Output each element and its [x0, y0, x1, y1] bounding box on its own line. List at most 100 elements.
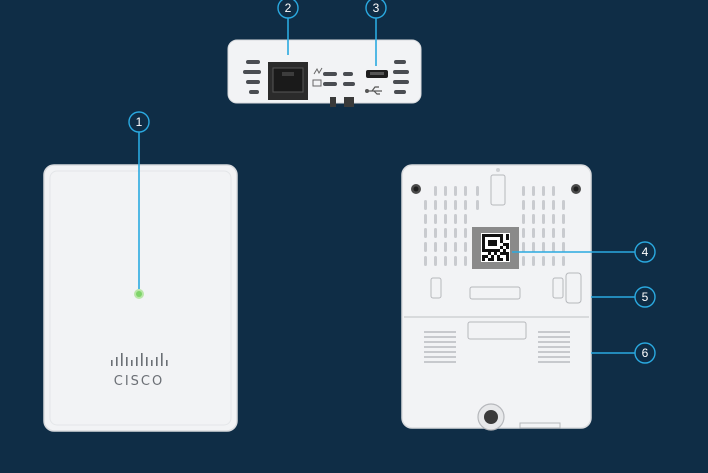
top-view-right-vents [393, 60, 409, 94]
vent-slot [424, 256, 427, 266]
vent-slot [454, 242, 457, 252]
vent-slot [434, 228, 437, 238]
vent-slot [532, 186, 535, 196]
back-vent-grid [424, 186, 565, 266]
vent-slot [542, 214, 545, 224]
qr-module [494, 249, 497, 252]
qr-module [485, 249, 488, 252]
vent-slot [542, 256, 545, 266]
callout-2-number: 2 [285, 1, 292, 15]
qr-module [485, 234, 488, 237]
vent-slot [476, 200, 479, 210]
qr-module [503, 252, 506, 255]
qr-module [488, 252, 491, 255]
qr-module [497, 249, 500, 252]
qr-module [482, 255, 485, 258]
vent-slot [542, 186, 545, 196]
usb-trident-icon [365, 86, 382, 95]
callout-1: 1 [128, 111, 150, 133]
bottom-clip [519, 422, 561, 429]
bracket-vents-left [424, 331, 456, 363]
vent-slot [464, 214, 467, 224]
qr-module [500, 240, 503, 243]
top-view-device [227, 39, 422, 107]
vent-slot [552, 214, 555, 224]
qr-module [506, 258, 509, 261]
qr-module [506, 246, 509, 249]
callout-lines [138, 17, 635, 354]
vent-slot [424, 214, 427, 224]
qr-module [500, 234, 503, 237]
vent-slot [434, 242, 437, 252]
qr-module [497, 258, 500, 261]
qr-module [506, 252, 509, 255]
callout-3: 3 [365, 0, 387, 19]
vent-slot [444, 200, 447, 210]
vent-slot [454, 214, 457, 224]
qr-module [503, 243, 506, 246]
vent-slot [552, 200, 555, 210]
vent-slot [464, 186, 467, 196]
side-latches [430, 272, 582, 304]
qr-module [491, 240, 494, 243]
top-view-middle-vents [323, 72, 355, 86]
vent-slot [454, 200, 457, 210]
qr-module [491, 255, 494, 258]
vent-slot [532, 256, 535, 266]
qr-module [506, 234, 509, 237]
qr-module [491, 234, 494, 237]
qr-module [494, 240, 497, 243]
vent-slot [552, 256, 555, 266]
qr-module [491, 258, 494, 261]
vent-slot [434, 214, 437, 224]
vent-slot [464, 242, 467, 252]
top-view-left-vents [243, 60, 261, 94]
qr-module [488, 240, 491, 243]
vent-slot [464, 228, 467, 238]
qr-module [506, 237, 509, 240]
qr-module [482, 258, 485, 261]
qr-module [500, 258, 503, 261]
qr-module [485, 255, 488, 258]
back-view-device [401, 164, 592, 431]
vent-slot [434, 256, 437, 266]
cisco-wordmark: CISCO [114, 374, 164, 389]
qr-code-label [472, 227, 519, 269]
qr-module [488, 234, 491, 237]
vent-slot [562, 200, 565, 210]
qr-module [482, 237, 485, 240]
qr-module [500, 246, 503, 249]
qr-module [506, 255, 509, 258]
callout-6: 6 [634, 342, 656, 364]
callout-2: 2 [277, 0, 299, 19]
cisco-logo-icon [111, 353, 168, 366]
bottom-tab-left [330, 97, 336, 107]
callout-3-number: 3 [373, 1, 380, 15]
qr-module [494, 252, 497, 255]
callout-5-number: 5 [642, 290, 649, 304]
callout-6-number: 6 [642, 346, 649, 360]
qr-module [497, 234, 500, 237]
led-indicator [136, 291, 142, 297]
vent-slot [434, 186, 437, 196]
vent-slot [542, 228, 545, 238]
bottom-tab-right [344, 97, 354, 107]
vent-slot [562, 214, 565, 224]
qr-module [488, 243, 491, 246]
vent-slot [562, 256, 565, 266]
vent-slot [444, 186, 447, 196]
vent-slot [542, 200, 545, 210]
qr-module [488, 249, 491, 252]
qr-module [482, 249, 485, 252]
qr-module [500, 237, 503, 240]
qr-module [500, 252, 503, 255]
vent-slot [424, 242, 427, 252]
vent-slot [434, 200, 437, 210]
vent-slot [522, 228, 525, 238]
vent-slot [444, 214, 447, 224]
screw-holes [411, 184, 581, 194]
vent-slot [522, 256, 525, 266]
vent-slot [464, 200, 467, 210]
vent-slot [552, 228, 555, 238]
